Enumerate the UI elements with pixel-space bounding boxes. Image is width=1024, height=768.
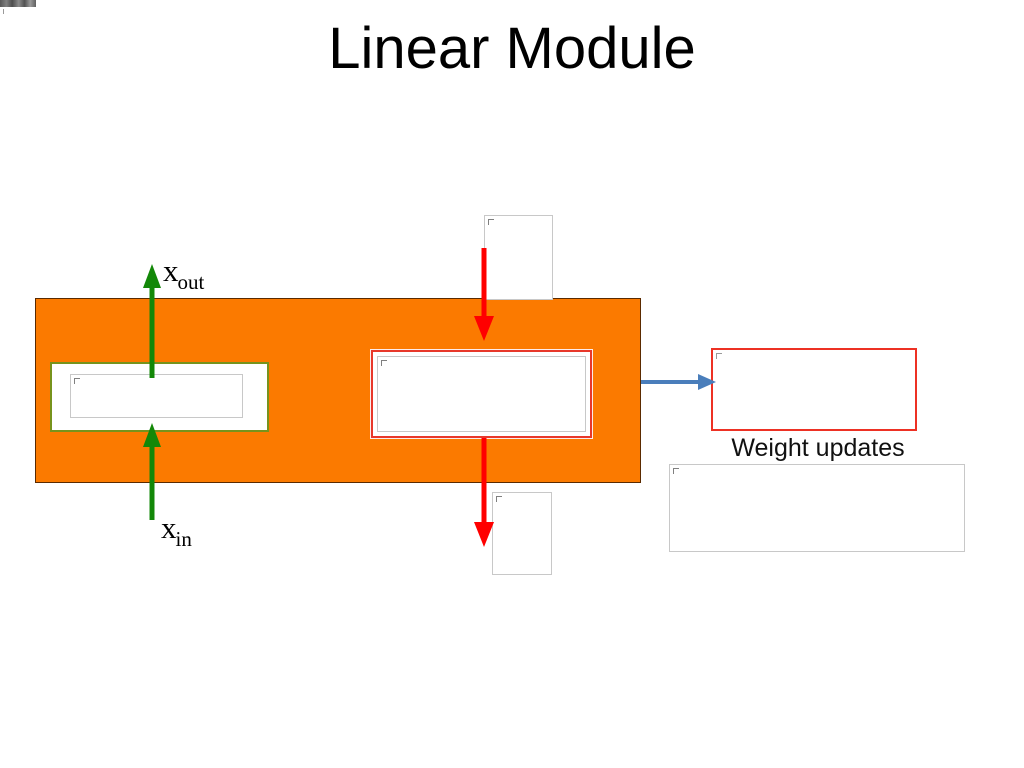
page-title: Linear Module bbox=[328, 16, 696, 81]
capture-artifact bbox=[0, 0, 36, 7]
weight-update-box bbox=[711, 348, 917, 431]
x-in-label: xin bbox=[161, 510, 193, 550]
weight-update-rule-placeholder bbox=[669, 464, 965, 552]
gradient-out-placeholder bbox=[492, 492, 552, 575]
weight-update-arrow bbox=[641, 374, 716, 390]
x-out-subscript: out bbox=[177, 270, 205, 295]
backward-equation-placeholder bbox=[377, 356, 586, 432]
x-in-subscript: in bbox=[175, 527, 192, 552]
x-out-base: x bbox=[163, 253, 179, 288]
x-out-label: xout bbox=[163, 253, 205, 293]
weight-updates-label: Weight updates bbox=[731, 434, 905, 462]
gradient-in-placeholder bbox=[484, 215, 553, 300]
forward-equation-placeholder bbox=[70, 374, 243, 418]
capture-artifact-tick bbox=[3, 9, 4, 14]
x-in-base: x bbox=[161, 510, 177, 545]
